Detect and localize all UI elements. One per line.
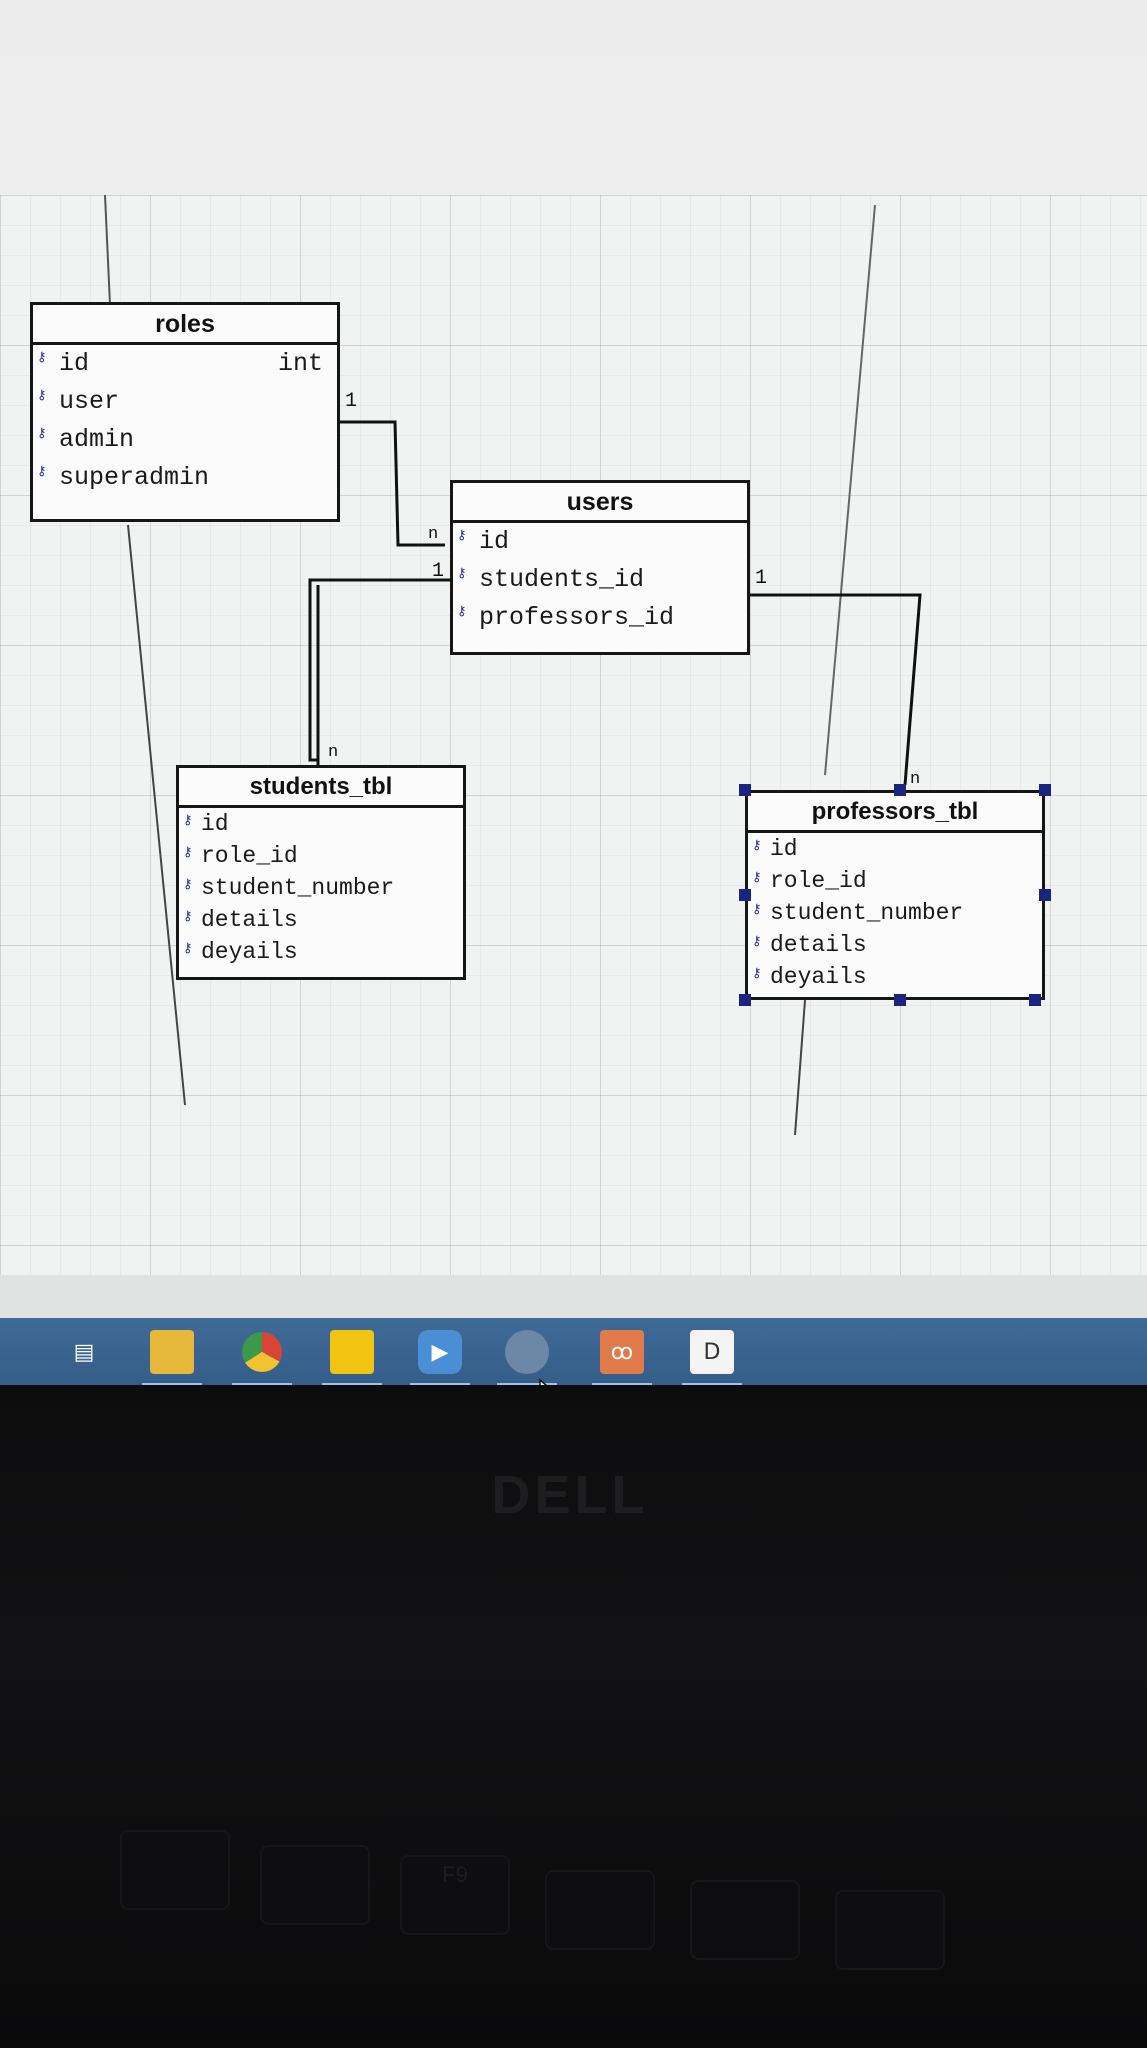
cardinality-n-students: n xyxy=(328,743,339,762)
file-explorer-icon[interactable] xyxy=(142,1330,202,1386)
keyboard-key xyxy=(120,1830,230,1910)
field-row: ⚷user xyxy=(37,387,120,416)
cloud-app-icon[interactable] xyxy=(497,1330,557,1386)
relationship-lines xyxy=(104,195,922,1136)
keyboard-key-f9: F9 xyxy=(400,1855,510,1935)
attribute-icon: ⚷ xyxy=(457,528,467,543)
users-students-link xyxy=(308,578,455,762)
field-row: ⚷id xyxy=(183,811,229,837)
resize-handle-tc[interactable] xyxy=(894,784,906,796)
attribute-icon: ⚷ xyxy=(752,870,762,885)
field-row: ⚷role_id xyxy=(183,843,298,869)
keyboard-key xyxy=(545,1870,655,1950)
entity-professors-tbl[interactable]: professors_tbl ⚷id ⚷role_id ⚷student_num… xyxy=(745,790,1045,1000)
resize-handle-bc[interactable] xyxy=(894,994,906,1006)
field-row: ⚷students_id xyxy=(457,565,645,594)
users-professors-link xyxy=(745,593,922,786)
attribute-icon: ⚷ xyxy=(37,426,47,441)
entity-title: users xyxy=(453,483,747,523)
resize-handle-bl[interactable] xyxy=(739,994,751,1006)
field-row: ⚷professors_id xyxy=(457,603,675,632)
field-row: ⚷role_id xyxy=(752,868,867,894)
dell-logo: DELL xyxy=(491,1465,649,1525)
resize-handle-mr[interactable] xyxy=(1039,889,1051,901)
cardinality-n-users: n xyxy=(428,525,439,544)
field-row: ⚷id xyxy=(752,836,798,862)
field-row: ⚷student_number xyxy=(752,900,964,926)
field-row: ⚷superadmin xyxy=(37,463,210,492)
entity-title: roles xyxy=(33,305,337,345)
resize-handle-tl[interactable] xyxy=(739,784,751,796)
resize-handle-ml[interactable] xyxy=(739,889,751,901)
entity-title: professors_tbl xyxy=(748,793,1042,833)
entity-title: students_tbl xyxy=(179,768,463,808)
sticky-notes-icon[interactable] xyxy=(322,1330,382,1386)
attribute-icon: ⚷ xyxy=(183,877,193,892)
cardinality-1-users-left: 1 xyxy=(432,560,445,583)
attribute-icon: ⚷ xyxy=(183,941,193,956)
attribute-icon: ⚷ xyxy=(37,350,47,365)
attribute-icon: ⚷ xyxy=(752,838,762,853)
field-row: ⚷details xyxy=(752,932,867,958)
keyboard-key xyxy=(835,1890,945,1970)
attribute-icon: ⚷ xyxy=(457,566,467,581)
roles-users-link xyxy=(340,420,445,547)
field-row: ⚷student_number xyxy=(183,875,395,901)
field-row: ⚷id xyxy=(457,527,510,556)
cardinality-n-professors: n xyxy=(910,770,921,789)
windows-taskbar: ▤ ▶ ꝏ D xyxy=(0,1318,1147,1412)
field-row: ⚷deyails xyxy=(752,964,867,990)
attribute-icon: ⚷ xyxy=(183,909,193,924)
resize-handle-tr[interactable] xyxy=(1039,784,1051,796)
cardinality-1-roles: 1 xyxy=(345,390,358,413)
attribute-icon: ⚷ xyxy=(183,845,193,860)
attribute-icon: ⚷ xyxy=(37,388,47,403)
attribute-icon: ⚷ xyxy=(457,604,467,619)
attribute-icon: ⚷ xyxy=(183,813,193,828)
keyboard-key xyxy=(260,1845,370,1925)
dia-icon[interactable]: D xyxy=(682,1330,742,1386)
keyboard-key xyxy=(690,1880,800,1960)
cardinality-1-users-right: 1 xyxy=(755,567,768,590)
field-row: ⚷deyails xyxy=(183,939,298,965)
attribute-icon: ⚷ xyxy=(37,464,47,479)
resize-handle-br[interactable] xyxy=(1029,994,1041,1006)
xampp-icon[interactable]: ꝏ xyxy=(592,1330,652,1386)
entity-users[interactable]: users ⚷id ⚷students_id ⚷professors_id xyxy=(450,480,750,655)
attribute-icon: ⚷ xyxy=(752,902,762,917)
attribute-icon: ⚷ xyxy=(752,934,762,949)
task-view-icon[interactable]: ▤ xyxy=(73,1339,95,1365)
chrome-icon[interactable] xyxy=(232,1330,292,1386)
field-row: ⚷details xyxy=(183,907,298,933)
entity-students-tbl[interactable]: students_tbl ⚷id ⚷role_id ⚷student_numbe… xyxy=(176,765,466,980)
field-row: ⚷admin xyxy=(37,425,135,454)
zoom-icon[interactable]: ▶ xyxy=(410,1330,470,1386)
attribute-icon: ⚷ xyxy=(752,966,762,981)
